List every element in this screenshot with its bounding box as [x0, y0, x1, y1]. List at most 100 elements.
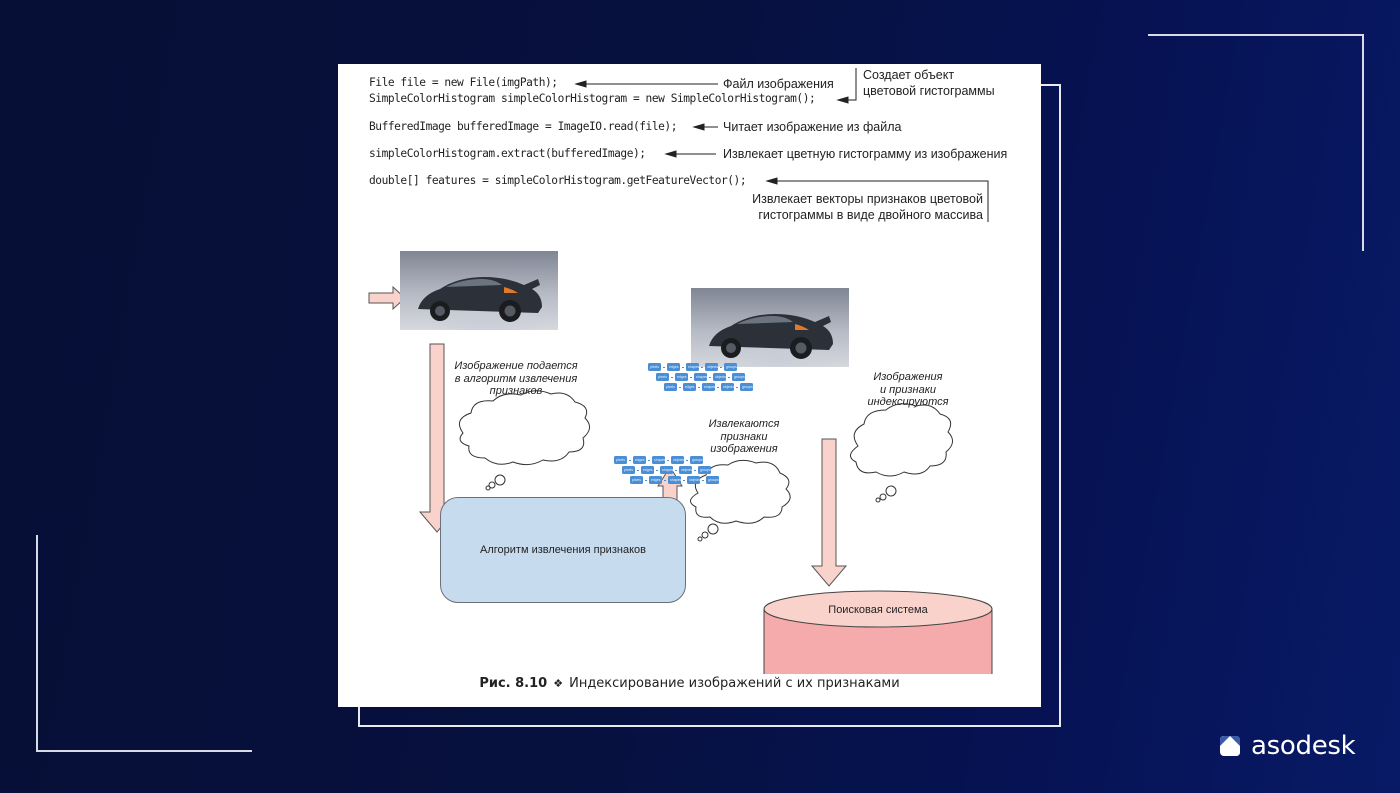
feature-chip-connector [679, 386, 681, 388]
annotation-extracts-histogram: Извлекает цветную гистограмму из изображ… [723, 147, 1008, 161]
feature-chip: shapes [694, 373, 707, 381]
feature-chip-connector [736, 386, 738, 388]
feature-chip-connector [686, 459, 688, 461]
cloud-extract-bubble-1 [707, 523, 719, 535]
arrow-head-read [692, 123, 705, 131]
annotation-extracts-vectors-2: гистограммы в виде двойного массива [758, 208, 983, 222]
car-illustration [709, 314, 833, 359]
figure-label: Рис. 8.10 [479, 676, 548, 691]
cloud-index-line-2: и признаки [879, 383, 937, 396]
code-line-2: SimpleColorHistogram simpleColorHistogra… [369, 92, 816, 105]
figure-caption: Рис. 8.10❖Индексирование изображений с и… [338, 676, 1041, 691]
feature-chip-connector [671, 376, 673, 378]
annotation-extracts-vectors-1: Извлекает векторы признаков цветовой [752, 192, 983, 206]
cloud-feed-bubble-2 [488, 481, 496, 489]
decor-line-top-right-h [1148, 34, 1364, 36]
diagram-shapes [368, 285, 993, 674]
feature-chip: edges [683, 383, 696, 391]
asodesk-logo-icon [1220, 736, 1240, 756]
cloud-feed-bubble-1 [494, 474, 506, 486]
algorithm-box-label: Алгоритм извлечения признаков [480, 544, 646, 556]
code-line-1: File file = new File(imgPath); [369, 76, 558, 89]
feature-chip: groups [740, 383, 753, 391]
feature-chip: pixels [648, 363, 661, 371]
feature-chip: edges [633, 456, 646, 464]
cloud-feed-line-3: признаков [489, 385, 543, 397]
feature-chip: groups [690, 456, 703, 464]
feature-chip-connector [698, 386, 700, 388]
feature-chip-row: pixels edges shapes objects groups [664, 383, 753, 391]
feature-chip: groups [724, 363, 737, 371]
arrow-head-extract [664, 150, 677, 158]
annotation-creates-object-2: цветовой гистограммы [863, 84, 995, 98]
annotation-file-image: Файл изображения [723, 77, 834, 91]
feature-chip-connector [702, 479, 704, 481]
arrow-head-file [574, 80, 587, 88]
feature-chip-connector [690, 376, 692, 378]
code-line-4: simpleColorHistogram.extract(bufferedIma… [369, 147, 646, 160]
cloud-extract-line-2: признаки [720, 430, 768, 443]
feature-chip: objects [721, 383, 734, 391]
car-image-input [400, 251, 558, 330]
feature-chip: pixels [656, 373, 669, 381]
feature-chip: objects [705, 363, 718, 371]
database-cylinder-top [763, 590, 993, 628]
cloud-index-line-1: Изображения [873, 371, 943, 383]
search-system-label: Поисковая система [828, 604, 928, 616]
feature-chip-connector [728, 376, 730, 378]
feature-chip: shapes [652, 456, 665, 464]
feature-chip-connector [709, 376, 711, 378]
feature-chip-connector [683, 479, 685, 481]
asodesk-logo-text: asodesk [1251, 731, 1356, 761]
feature-chip-connector [682, 366, 684, 368]
feature-chip: shapes [686, 363, 699, 371]
cloud-index-bubble-2 [879, 493, 887, 501]
cloud-index [850, 403, 953, 477]
cloud-feed-bubble-3 [485, 485, 491, 491]
feature-chip: edges [667, 363, 680, 371]
feature-chip: objects [713, 373, 726, 381]
feature-chip: pixels [664, 383, 677, 391]
annotation-arrows [574, 68, 989, 222]
feature-chip-row: pixels edges shapes objects groups [656, 373, 753, 381]
feature-chip: pixels [630, 476, 643, 484]
cloud-index-text: Изображения и признаки индексируются [858, 371, 958, 409]
feature-chip-row: pixels edges shapes objects groups [614, 456, 719, 464]
feature-chip-connector [694, 469, 696, 471]
feature-chip-connector [656, 469, 658, 471]
asodesk-logo[interactable]: asodesk [1219, 731, 1356, 761]
cloud-feed-line-2: в алгоритм извлечения [454, 372, 578, 385]
cloud-feed [458, 390, 590, 466]
car-image-indexed [691, 288, 849, 367]
figure-title: Индексирование изображений с их признака… [569, 676, 900, 691]
feature-chip-connector [717, 386, 719, 388]
cloud-extract-text: Извлекаются признаки изображения [694, 418, 794, 456]
feature-chip: objects [671, 456, 684, 464]
feature-chip-connector [637, 469, 639, 471]
cloud-index-line-3: индексируются [867, 396, 949, 408]
cloud-index-bubble-1 [885, 485, 897, 497]
code-line-3: BufferedImage bufferedImage = ImageIO.re… [369, 120, 677, 133]
cloud-extract-line-1: Извлекаются [708, 418, 780, 430]
cloud-feed-text: Изображение подается в алгоритм извлечен… [448, 360, 584, 398]
feature-chip: edges [675, 373, 688, 381]
feature-chip-connector [648, 459, 650, 461]
feature-chip: pixels [614, 456, 627, 464]
code-line-5: double[] features = simpleColorHistogram… [369, 174, 747, 187]
down-arrow-to-search [810, 438, 848, 587]
arrow-head-create [836, 96, 849, 104]
arrow-head-vectors [765, 177, 778, 185]
cloud-extract-line-3: изображения [710, 443, 778, 455]
feature-chip: objects [679, 466, 692, 474]
feature-extraction-algorithm-box: Алгоритм извлечения признаков [440, 497, 686, 603]
feature-chip-connector [645, 479, 647, 481]
feature-chip: objects [687, 476, 700, 484]
feature-chip: shapes [702, 383, 715, 391]
feature-chip-connector [663, 366, 665, 368]
annotation-reads-image: Читает изображение из файла [723, 120, 902, 134]
cloud-feed-line-1: Изображение подается [454, 360, 578, 372]
feature-chip-row: pixels edges shapes objects groups [648, 363, 753, 371]
feature-chip: groups [732, 373, 745, 381]
feature-chip-connector [701, 366, 703, 368]
